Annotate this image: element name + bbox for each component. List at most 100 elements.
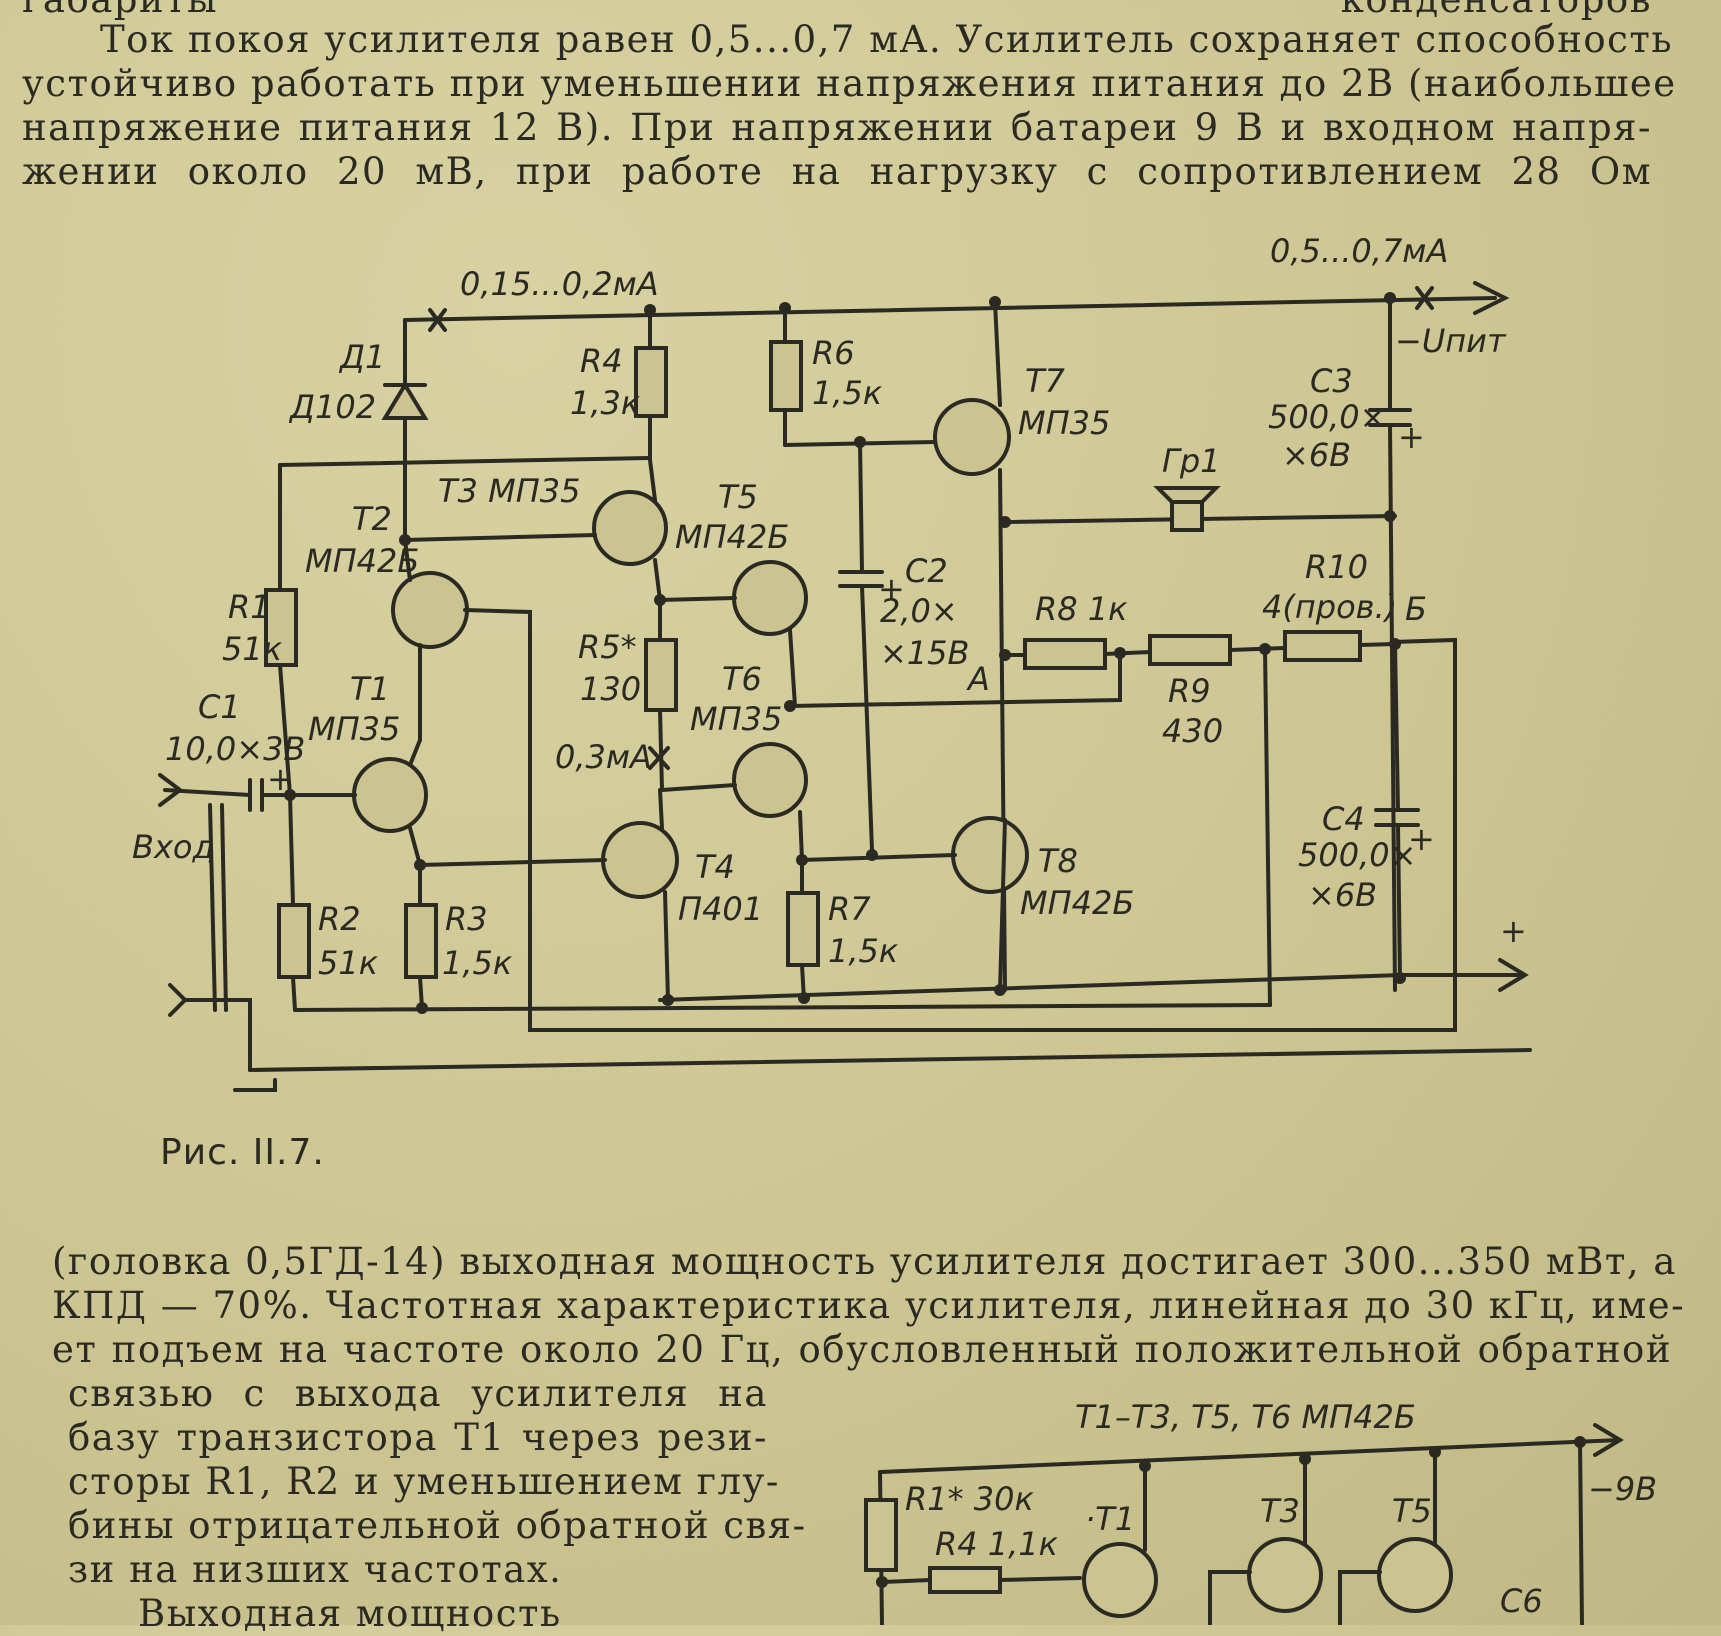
r1-value-label: 51к (222, 630, 283, 668)
text-line: связью с выхода усилителя на (68, 1372, 768, 1415)
figure2-r4-label: R4 1,1к (935, 1525, 1059, 1563)
d1-type-label: Д102 (288, 388, 376, 426)
c3-label: C3 (1310, 362, 1353, 400)
r4-value-label: 1,3к (570, 384, 641, 422)
current-supply-label: 0,5...0,7мА (1270, 232, 1448, 270)
resistor-r7 (786, 891, 820, 967)
supply-arrow (1473, 281, 1510, 315)
t4-type-label: П401 (678, 890, 763, 928)
resistor-r9 (1148, 634, 1232, 666)
resistor-r3 (404, 903, 438, 979)
transistor-t5-fig2 (1377, 1537, 1453, 1613)
resistor-r2 (277, 903, 311, 979)
resistor-r6 (769, 340, 803, 412)
transistor-t4 (601, 821, 679, 899)
speaker-label: Гр1 (1162, 442, 1221, 480)
t7-label: T7 (1025, 362, 1066, 400)
t5-label: T5 (718, 478, 758, 516)
t8-label: T8 (1038, 842, 1078, 880)
figure2-t1-label: ·T1 (1085, 1500, 1135, 1538)
r5-value-label: 130 (580, 670, 641, 708)
c1-value-label: 10,0×3В (165, 730, 305, 768)
figure2-supply-label: −9В (1588, 1470, 1657, 1508)
left-column-text: связью с выхода усилителя на базу транзи… (68, 1372, 807, 1636)
c1-label: C1 (198, 688, 241, 726)
t2-label: T2 (352, 500, 392, 538)
resistor-r1 (264, 588, 298, 667)
transistor-t5 (732, 560, 808, 636)
node-a-label: А (966, 660, 990, 698)
speaker-gr1 (1170, 500, 1204, 532)
transistor-t8 (951, 816, 1029, 894)
r1-label: R1 (228, 588, 271, 626)
supply-rail-2 (878, 1438, 1622, 1474)
resistor-r1-fig2 (864, 1498, 898, 1572)
c2-plus-label: + (878, 570, 905, 608)
t2-type-label: МП42Б (305, 542, 419, 580)
resistor-r4-fig2 (928, 1566, 1002, 1594)
t6-type-label: МП35 (690, 700, 782, 738)
r7-label: R7 (828, 890, 871, 928)
c3-value-label: ×6В (1282, 436, 1351, 474)
resistor-r8 (1023, 638, 1107, 670)
resistor-r5 (644, 638, 678, 712)
transistor-t6 (732, 742, 808, 818)
r10-label: R10 (1305, 548, 1368, 586)
figure2-t3-label: T3 (1260, 1492, 1300, 1530)
transistor-t7 (933, 398, 1011, 476)
t7-type-label: МП35 (1018, 404, 1110, 442)
c3-plus-label: + (1398, 418, 1425, 456)
t5-type-label: МП42Б (675, 518, 789, 556)
transistor-t3 (592, 490, 668, 566)
text-line: зи на низших частотах. (68, 1548, 563, 1591)
figure-caption: Рис. II.7. (160, 1132, 325, 1173)
r7-value-label: 1,5к (828, 932, 899, 970)
text-line: габариты конденсаторов (22, 0, 1652, 21)
supply-label: −Uпит (1395, 322, 1507, 360)
figure2-c6-label: C6 (1500, 1582, 1543, 1620)
t1-label: T1 (350, 670, 390, 708)
c4-label: C4 (1322, 800, 1365, 838)
r9-label: R9 (1168, 672, 1211, 710)
r3-label: R3 (445, 900, 488, 938)
text-line: напряжение питания 12 В). При напряжении… (22, 106, 1652, 149)
c4-value-label: ×6В (1308, 876, 1377, 914)
cross-mark (1415, 286, 1434, 310)
c4-plus-label: + (1408, 820, 1435, 858)
text-line: КПД — 70%. Частотная характеристика усил… (52, 1284, 1686, 1327)
input-label: Вход (132, 828, 215, 866)
t1-type-label: МП35 (308, 710, 400, 748)
r2-value-label: 51к (318, 944, 379, 982)
text-line: устойчиво работать при уменьшении напряж… (22, 62, 1677, 105)
text-line: бины отрицательной обратной свя- (68, 1504, 807, 1547)
current-d1-label: 0,15...0,2мА (460, 265, 659, 303)
text-line: (головка 0,5ГД-14) выходная мощность уси… (52, 1240, 1677, 1283)
figure2-r1-label: R1* 30к (905, 1480, 1034, 1518)
text-line: базу транзистора T1 через рези- (68, 1416, 768, 1459)
text-line: жении около 20 мВ, при работе на нагрузк… (22, 150, 1652, 193)
diode-d1 (381, 381, 429, 420)
r10-value-label: 4(пров.) (1262, 588, 1397, 626)
t4-label: T4 (695, 848, 735, 886)
plus-rail-label: + (1500, 912, 1527, 950)
node-b-label: Б (1405, 590, 1427, 628)
figure2-title: T1–T3, T5, T6 МП42Б (1075, 1398, 1416, 1436)
cross-mark (428, 308, 447, 332)
transistor-t3-fig2 (1247, 1537, 1323, 1613)
r6-label: R6 (812, 334, 855, 372)
r9-value-label: 430 (1162, 712, 1223, 750)
current-t4-label: 0,3мА (555, 738, 652, 776)
c2-label: C2 (905, 552, 948, 590)
r8-label: R8 1к (1035, 590, 1128, 628)
r4-label: R4 (580, 342, 623, 380)
c3-value-label: 500,0× (1268, 398, 1386, 436)
transistor-t1 (352, 757, 428, 833)
t8-type-label: МП42Б (1020, 884, 1134, 922)
transistor-t2 (391, 571, 469, 649)
text-line: ет подъем на частоте около 20 Гц, обусло… (52, 1328, 1672, 1371)
r3-value-label: 1,5к (442, 944, 513, 982)
resistor-r10 (1283, 630, 1362, 662)
c4-value-label: 500,0× (1298, 836, 1416, 874)
text-line: Выходная мощность (138, 1592, 562, 1635)
